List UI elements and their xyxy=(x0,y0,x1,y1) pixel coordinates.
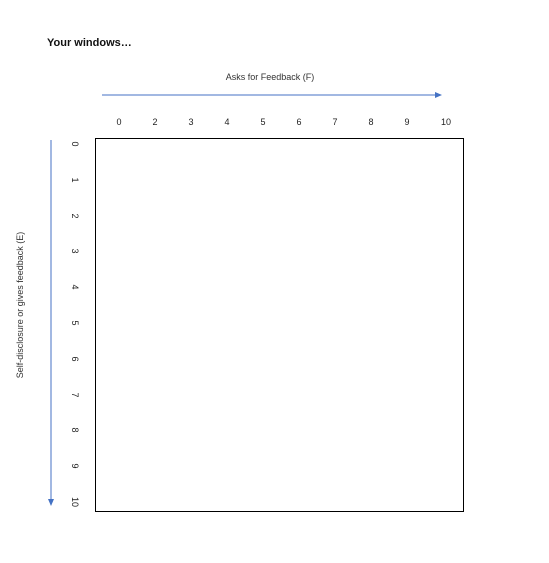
y-tick-label: 7 xyxy=(70,392,80,398)
y-tick-label: 4 xyxy=(70,284,80,290)
x-tick-label: 4 xyxy=(224,117,230,127)
y-tick-label: 9 xyxy=(70,463,80,469)
x-tick-label: 8 xyxy=(368,117,374,127)
x-tick-label: 7 xyxy=(332,117,338,127)
y-tick-label: 1 xyxy=(70,177,80,183)
x-tick-label: 5 xyxy=(260,117,266,127)
window-grid xyxy=(95,138,464,512)
x-tick-label: 0 xyxy=(116,117,122,127)
x-tick-label: 2 xyxy=(152,117,158,127)
page-title: Your windows… xyxy=(47,37,132,49)
x-tick-label: 3 xyxy=(188,117,194,127)
y-tick-label: 6 xyxy=(70,356,80,362)
y-tick-label: 2 xyxy=(70,213,80,219)
y-tick-label: 3 xyxy=(70,248,80,254)
x-tick-label: 9 xyxy=(404,117,410,127)
y-tick-label: 5 xyxy=(70,320,80,326)
x-axis-arrowhead xyxy=(435,92,442,98)
x-tick-label: 6 xyxy=(296,117,302,127)
x-axis-title: Asks for Feedback (F) xyxy=(225,72,315,82)
y-axis-arrowhead xyxy=(48,499,54,506)
y-tick-label: 8 xyxy=(70,427,80,433)
y-tick-label: 10 xyxy=(70,496,80,507)
x-tick-label: 10 xyxy=(440,117,451,127)
y-tick-label: 0 xyxy=(70,141,80,147)
